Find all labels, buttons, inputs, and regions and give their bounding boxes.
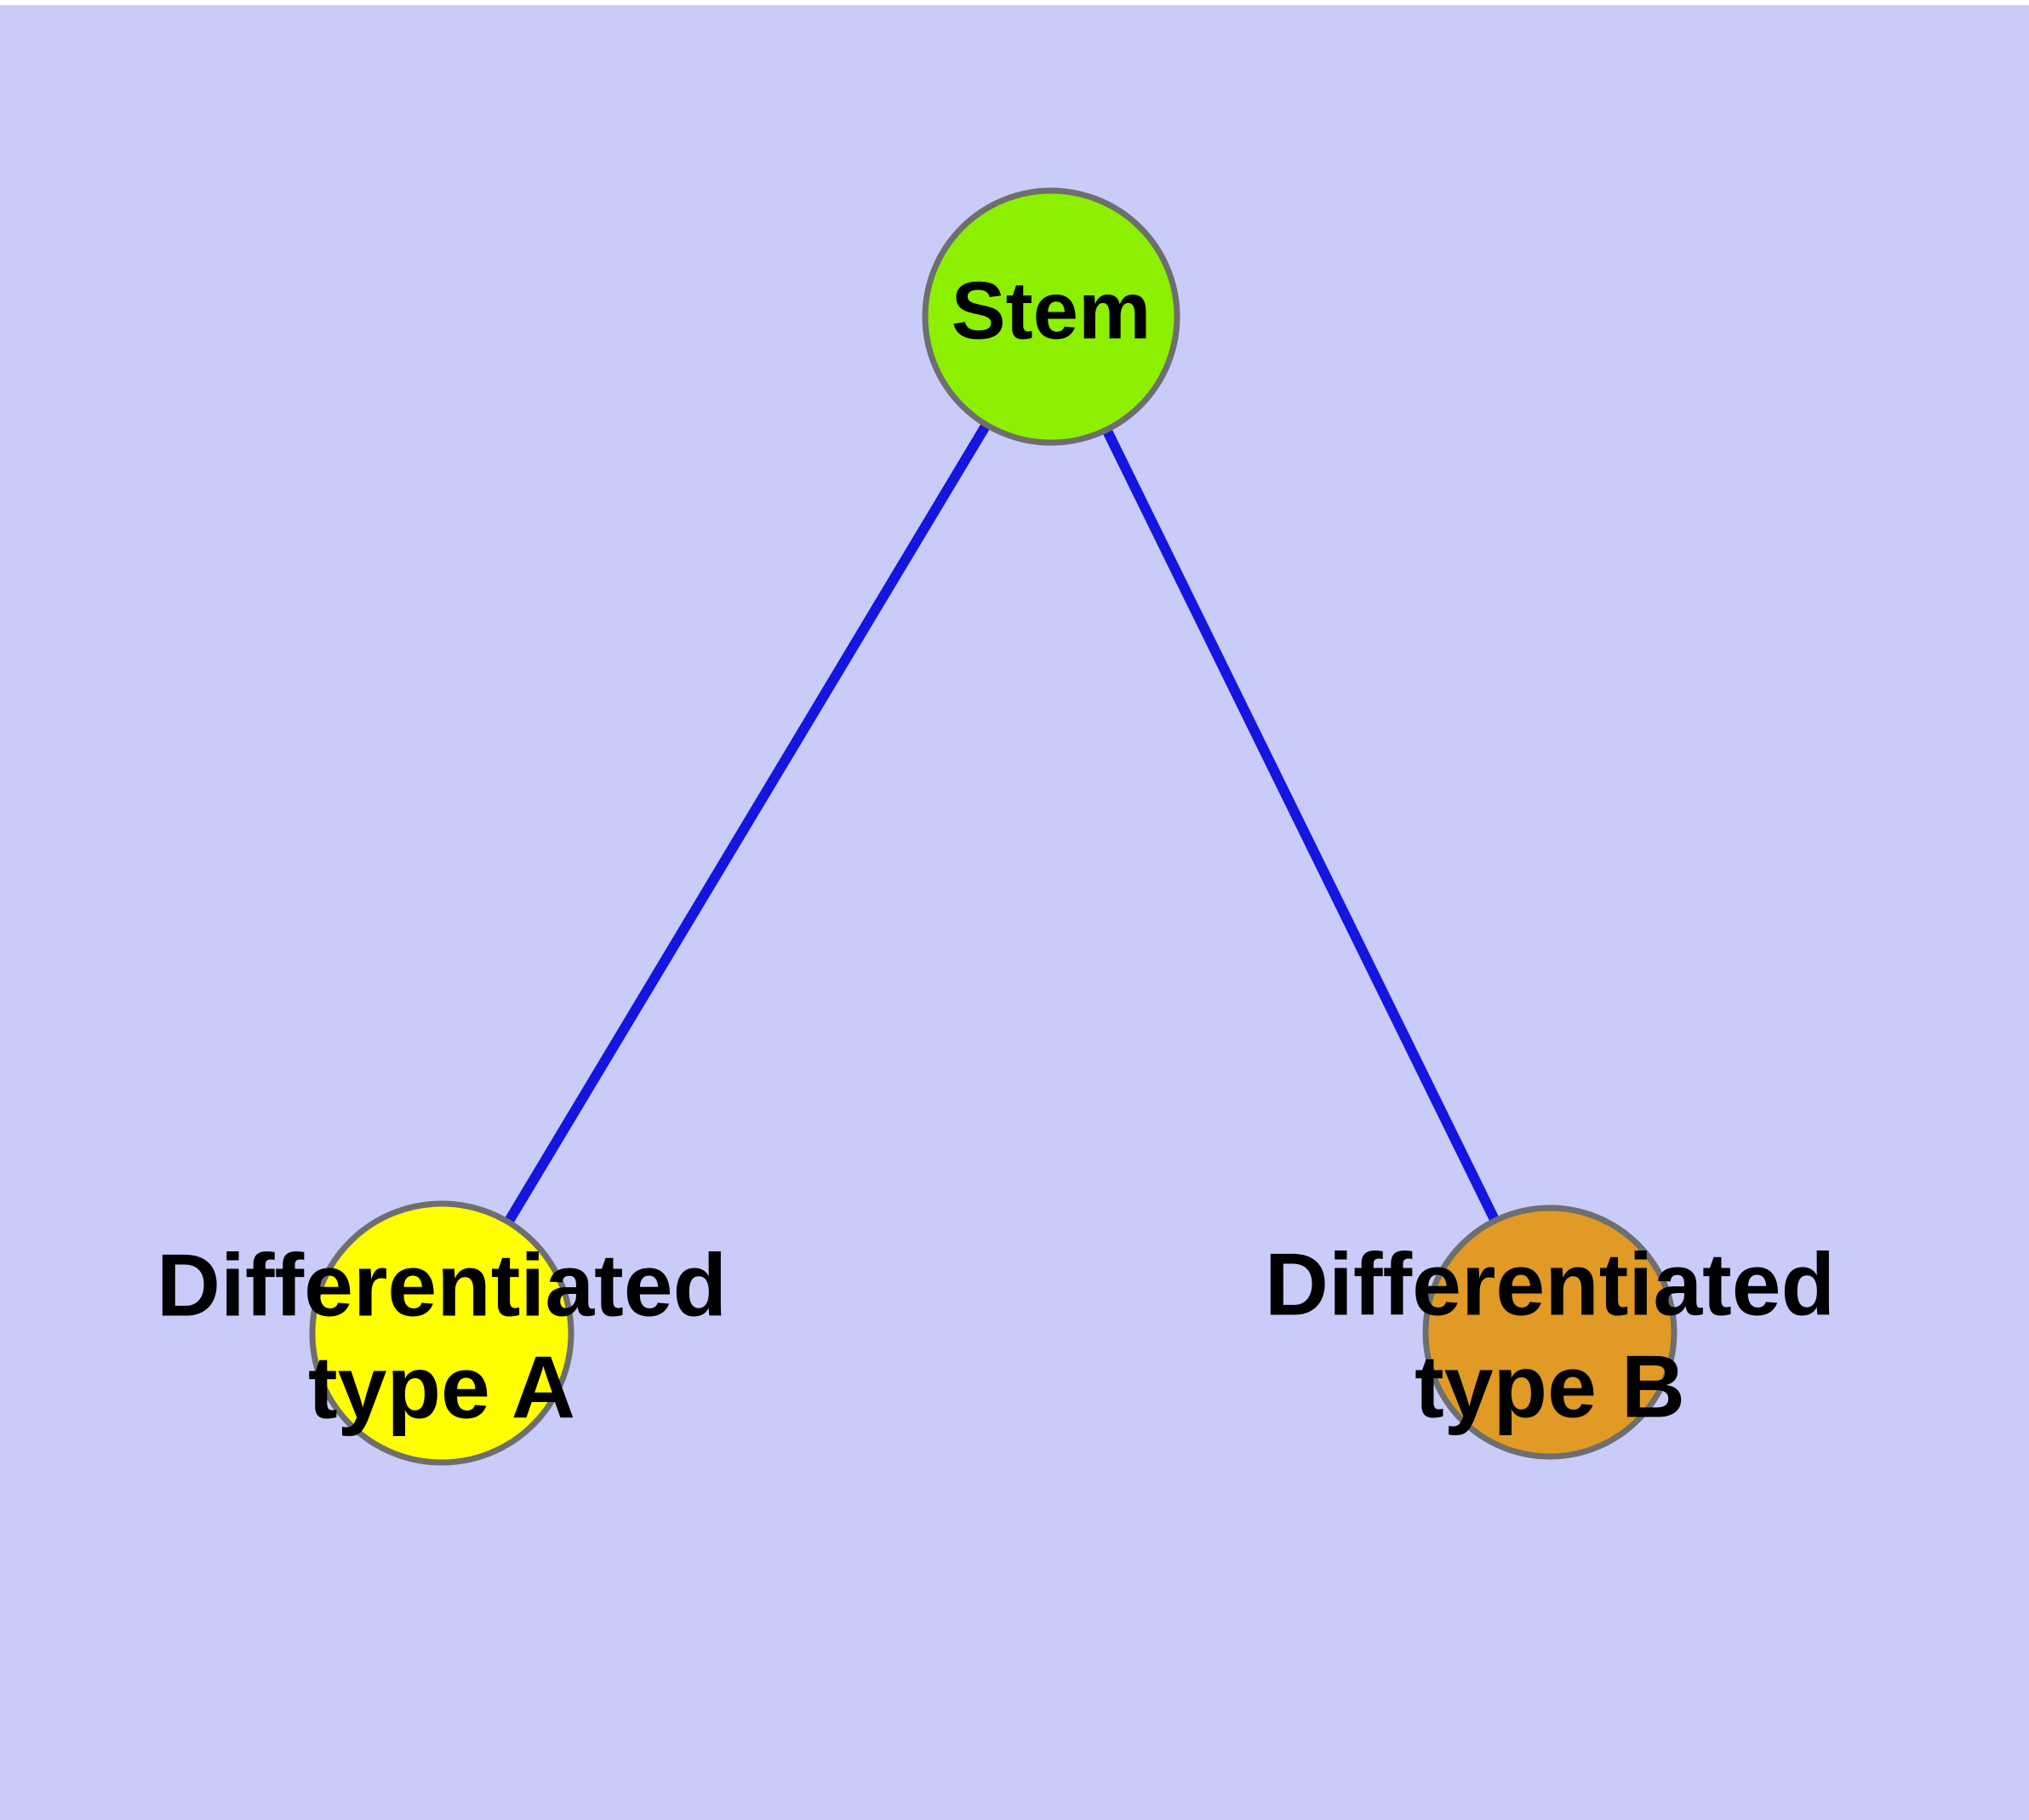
node-label-stem: Stem	[952, 265, 1152, 356]
edges-layer	[500, 417, 1502, 1229]
edge-stem-to-a	[500, 417, 994, 1229]
node-diff-b[interactable]	[1422, 1205, 1677, 1460]
node-diff-a[interactable]	[309, 1200, 574, 1466]
node-label-diff-b-line2: type B	[1415, 1337, 1685, 1436]
node-label-diff-b: Differentiated	[1265, 1235, 1835, 1334]
node-stem[interactable]	[922, 187, 1180, 446]
nodes-layer	[309, 187, 1677, 1466]
node-label-diff-a: Differentiated	[157, 1236, 727, 1335]
edge-stem-to-b	[1100, 422, 1502, 1228]
node-label-diff-a-line2: type A	[308, 1338, 575, 1437]
top-edge-strip	[0, 0, 2029, 5]
